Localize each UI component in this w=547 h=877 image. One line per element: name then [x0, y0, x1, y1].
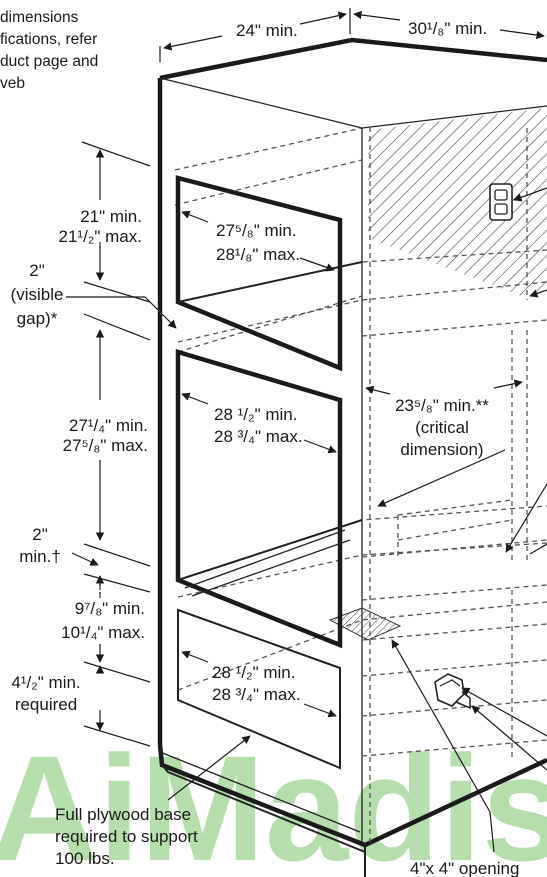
svg-text:(visible: (visible — [11, 285, 64, 304]
svg-text:23⁵/₈" min.**: 23⁵/₈" min.** — [395, 396, 489, 415]
critical-dimension-label: 23⁵/₈" min.** (critical dimension) — [395, 396, 489, 459]
svg-text:28¹/₈" max.: 28¹/₈" max. — [216, 245, 300, 264]
svg-text:28 ³/₄" max.: 28 ³/₄" max. — [214, 427, 303, 446]
upper-oven-height-label: 21" min. 21¹/₂" max. — [59, 207, 143, 246]
top-width-label: 24" min. — [236, 21, 298, 40]
upper-oven-width-label: 27⁵/₈" min. 28¹/₈" max. — [216, 221, 300, 264]
base-height-label: 4¹/₂" min. required — [11, 673, 80, 714]
svg-text:dimension): dimension) — [400, 440, 483, 459]
svg-text:required to support: required to support — [55, 827, 198, 846]
drawer-height-label: 9⁷/₈" min. 10¹/₄" max. — [61, 599, 145, 642]
svg-text:duct page and: duct page and — [0, 53, 98, 70]
svg-text:2": 2" — [29, 261, 45, 280]
svg-text:28 ³/₄" max.: 28 ³/₄" max. — [212, 685, 301, 704]
lower-oven-cutout — [175, 348, 363, 649]
upper-oven-cutout — [175, 175, 363, 372]
svg-text:28 ¹/₂" min.: 28 ¹/₂" min. — [212, 663, 296, 682]
svg-text:4¹/₂" min.: 4¹/₂" min. — [11, 673, 80, 692]
svg-text:9⁷/₈" min.: 9⁷/₈" min. — [75, 599, 145, 618]
svg-text:(critical: (critical — [415, 418, 469, 437]
drawer-width-label: 28 ¹/₂" min. 28 ³/₄" max. — [212, 663, 301, 704]
svg-text:required: required — [15, 695, 77, 714]
svg-text:min.†: min.† — [19, 547, 61, 566]
svg-text:10¹/₄" max.: 10¹/₄" max. — [61, 623, 145, 642]
lower-oven-height-label: 27¹/₄" min. 27⁵/₈" max. — [63, 416, 148, 455]
svg-text:2": 2" — [32, 525, 48, 544]
svg-text:Full plywood base: Full plywood base — [55, 805, 191, 824]
plywood-base-label: Full plywood base required to support 10… — [55, 805, 198, 868]
opening-hatched-area — [328, 607, 402, 641]
svg-text:21" min.: 21" min. — [80, 207, 142, 226]
svg-text:veb: veb — [0, 75, 25, 92]
svg-text:gap)*: gap)* — [17, 309, 58, 328]
svg-text:dimensions: dimensions — [0, 9, 79, 26]
visible-gap-label: 2" (visible gap)* — [11, 261, 64, 328]
svg-text:27⁵/₈" min.: 27⁵/₈" min. — [216, 221, 297, 240]
svg-text:fications, refer: fications, refer — [0, 31, 97, 48]
cabinet-outline — [157, 37, 547, 877]
dimension-lines — [66, 8, 547, 853]
junction-box-icon — [434, 673, 471, 710]
outlet-icon — [489, 183, 513, 221]
bottom-gap-label: 2" min.† — [19, 525, 61, 566]
svg-text:28 ¹/₂" min.: 28 ¹/₂" min. — [214, 405, 298, 424]
drawer-cutout — [177, 608, 341, 770]
top-depth-label: 30¹/₈" min. — [408, 19, 487, 38]
intro-note: dimensions fications, refer duct page an… — [0, 9, 98, 92]
svg-text:27⁵/₈" max.: 27⁵/₈" max. — [63, 436, 148, 455]
lower-oven-width-label: 28 ¹/₂" min. 28 ³/₄" max. — [214, 405, 303, 446]
outlet-hatched-area — [368, 108, 547, 298]
svg-text:21¹/₂" max.: 21¹/₂" max. — [59, 227, 143, 246]
svg-text:27¹/₄" min.: 27¹/₄" min. — [69, 416, 148, 435]
svg-text:100 lbs.: 100 lbs. — [55, 849, 115, 868]
opening-label: 4"x 4" opening — [410, 859, 519, 877]
